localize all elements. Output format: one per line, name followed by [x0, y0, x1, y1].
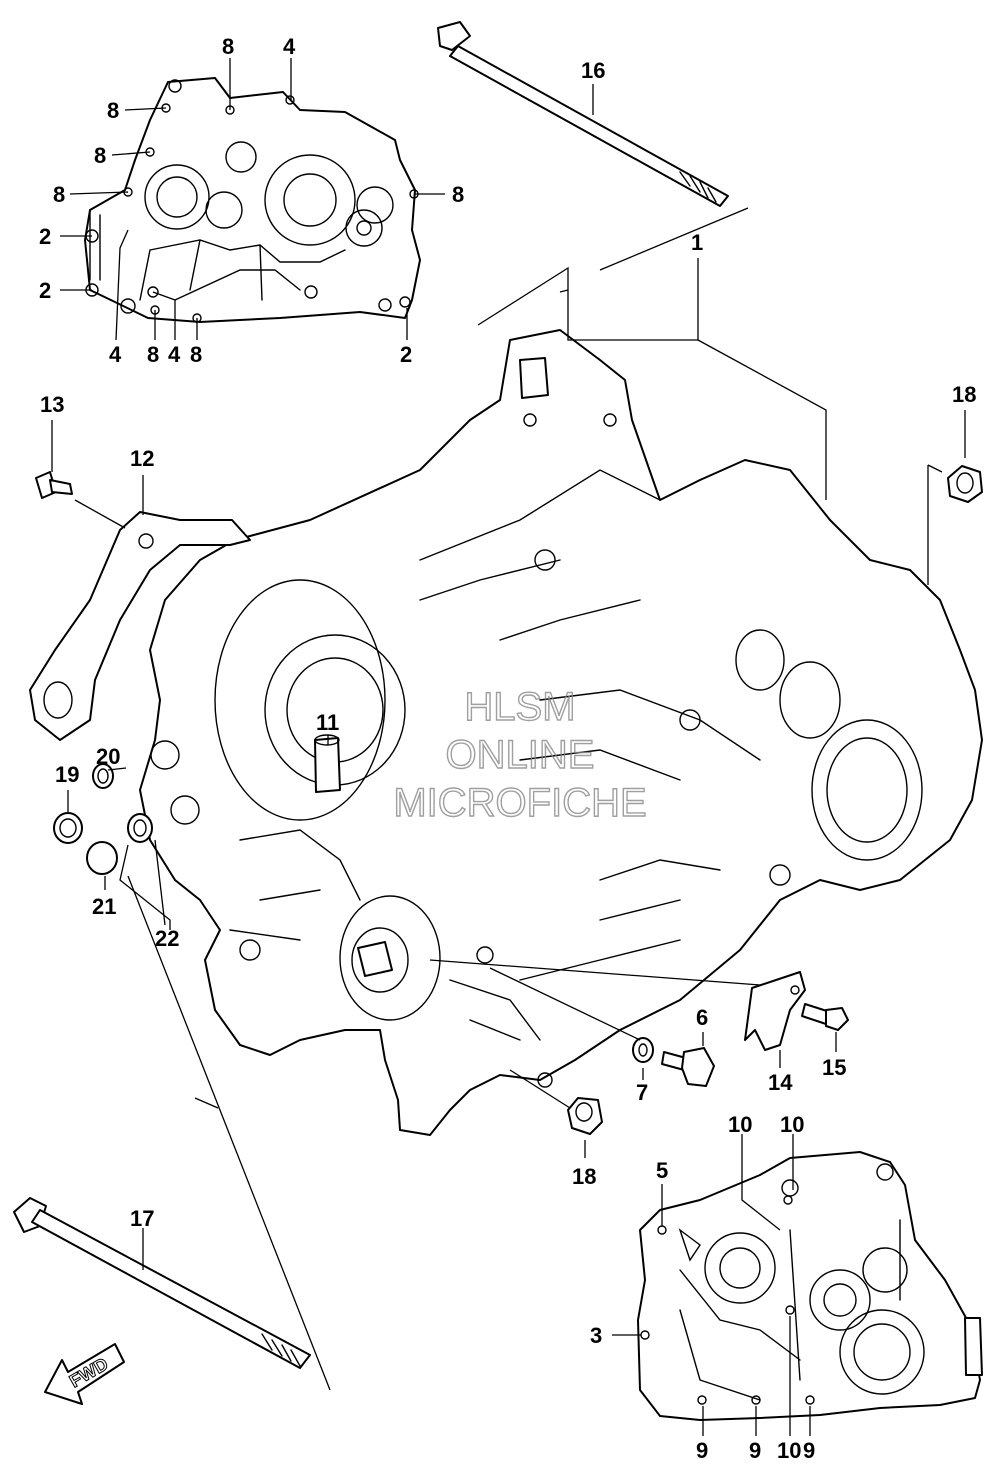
- plugs-and-washers: [53, 763, 153, 875]
- callout-5: 5: [656, 1158, 668, 1183]
- callout-12: 12: [130, 446, 154, 471]
- engine-mount-bracket: [29, 511, 251, 741]
- watermark-line1: HLSM: [464, 685, 575, 729]
- callout-18: 18: [572, 1164, 596, 1189]
- callout-9: 9: [749, 1438, 761, 1463]
- callout-9: 9: [803, 1438, 815, 1463]
- callout-10: 10: [780, 1112, 804, 1137]
- callout-3: 3: [590, 1323, 602, 1348]
- long-bolt-lower: [13, 1197, 311, 1369]
- bolt-and-washer-6-7: [632, 1037, 715, 1087]
- leaders-plugs: [67, 767, 331, 1391]
- callout-8: 8: [107, 98, 119, 123]
- callout-16: 16: [581, 58, 605, 83]
- callout-6: 6: [696, 1005, 708, 1030]
- watermark-line2: ONLINE: [446, 733, 595, 777]
- callout-labels: 8 4 8 8 8 8 2 2 4 8 4 8 2 16 1 18 13 12 …: [39, 34, 976, 1463]
- callout-4: 4: [109, 342, 122, 367]
- leaders-top-left: [60, 58, 445, 341]
- callout-10: 10: [777, 1438, 801, 1463]
- callout-13: 13: [40, 392, 64, 417]
- flange-nut-upper: [947, 465, 983, 503]
- callout-14: 14: [768, 1070, 793, 1095]
- bolt-15: [801, 1003, 849, 1031]
- callout-17: 17: [130, 1206, 154, 1231]
- leaders-main: [477, 258, 827, 500]
- callout-8: 8: [222, 34, 234, 59]
- callout-15: 15: [822, 1055, 846, 1080]
- callout-20: 20: [96, 744, 120, 769]
- watermark: HLSM ONLINE MICROFICHE: [393, 684, 648, 825]
- callout-8: 8: [94, 143, 106, 168]
- callout-4: 4: [168, 342, 181, 367]
- callout-1: 1: [691, 230, 703, 255]
- crankcase-main: [133, 329, 983, 1136]
- callout-22: 22: [155, 926, 179, 951]
- crankcase-left-half-view: [84, 77, 421, 323]
- callout-9: 9: [696, 1438, 708, 1463]
- callout-19: 19: [55, 762, 79, 787]
- callout-2: 2: [400, 342, 412, 367]
- callout-11: 11: [316, 710, 339, 735]
- crankcase-right-half-view: [637, 1151, 983, 1421]
- callout-7: 7: [636, 1080, 648, 1105]
- callout-8: 8: [147, 342, 159, 367]
- leaders-bottom-right: [612, 1134, 811, 1436]
- forward-direction-arrow: FWD: [44, 1343, 125, 1405]
- small-bolt: [35, 471, 73, 499]
- watermark-line3: MICROFICHE: [393, 781, 646, 825]
- callout-10: 10: [728, 1112, 752, 1137]
- callout-8: 8: [452, 182, 464, 207]
- flange-nut-lower: [567, 1097, 603, 1135]
- callout-8: 8: [190, 342, 202, 367]
- callout-8: 8: [53, 182, 65, 207]
- callout-18: 18: [952, 382, 976, 407]
- callout-21: 21: [92, 894, 116, 919]
- callout-4: 4: [283, 34, 296, 59]
- bracket-14: [744, 971, 806, 1051]
- callout-2: 2: [39, 224, 51, 249]
- callout-2: 2: [39, 278, 51, 303]
- long-bolt-upper: [437, 21, 729, 207]
